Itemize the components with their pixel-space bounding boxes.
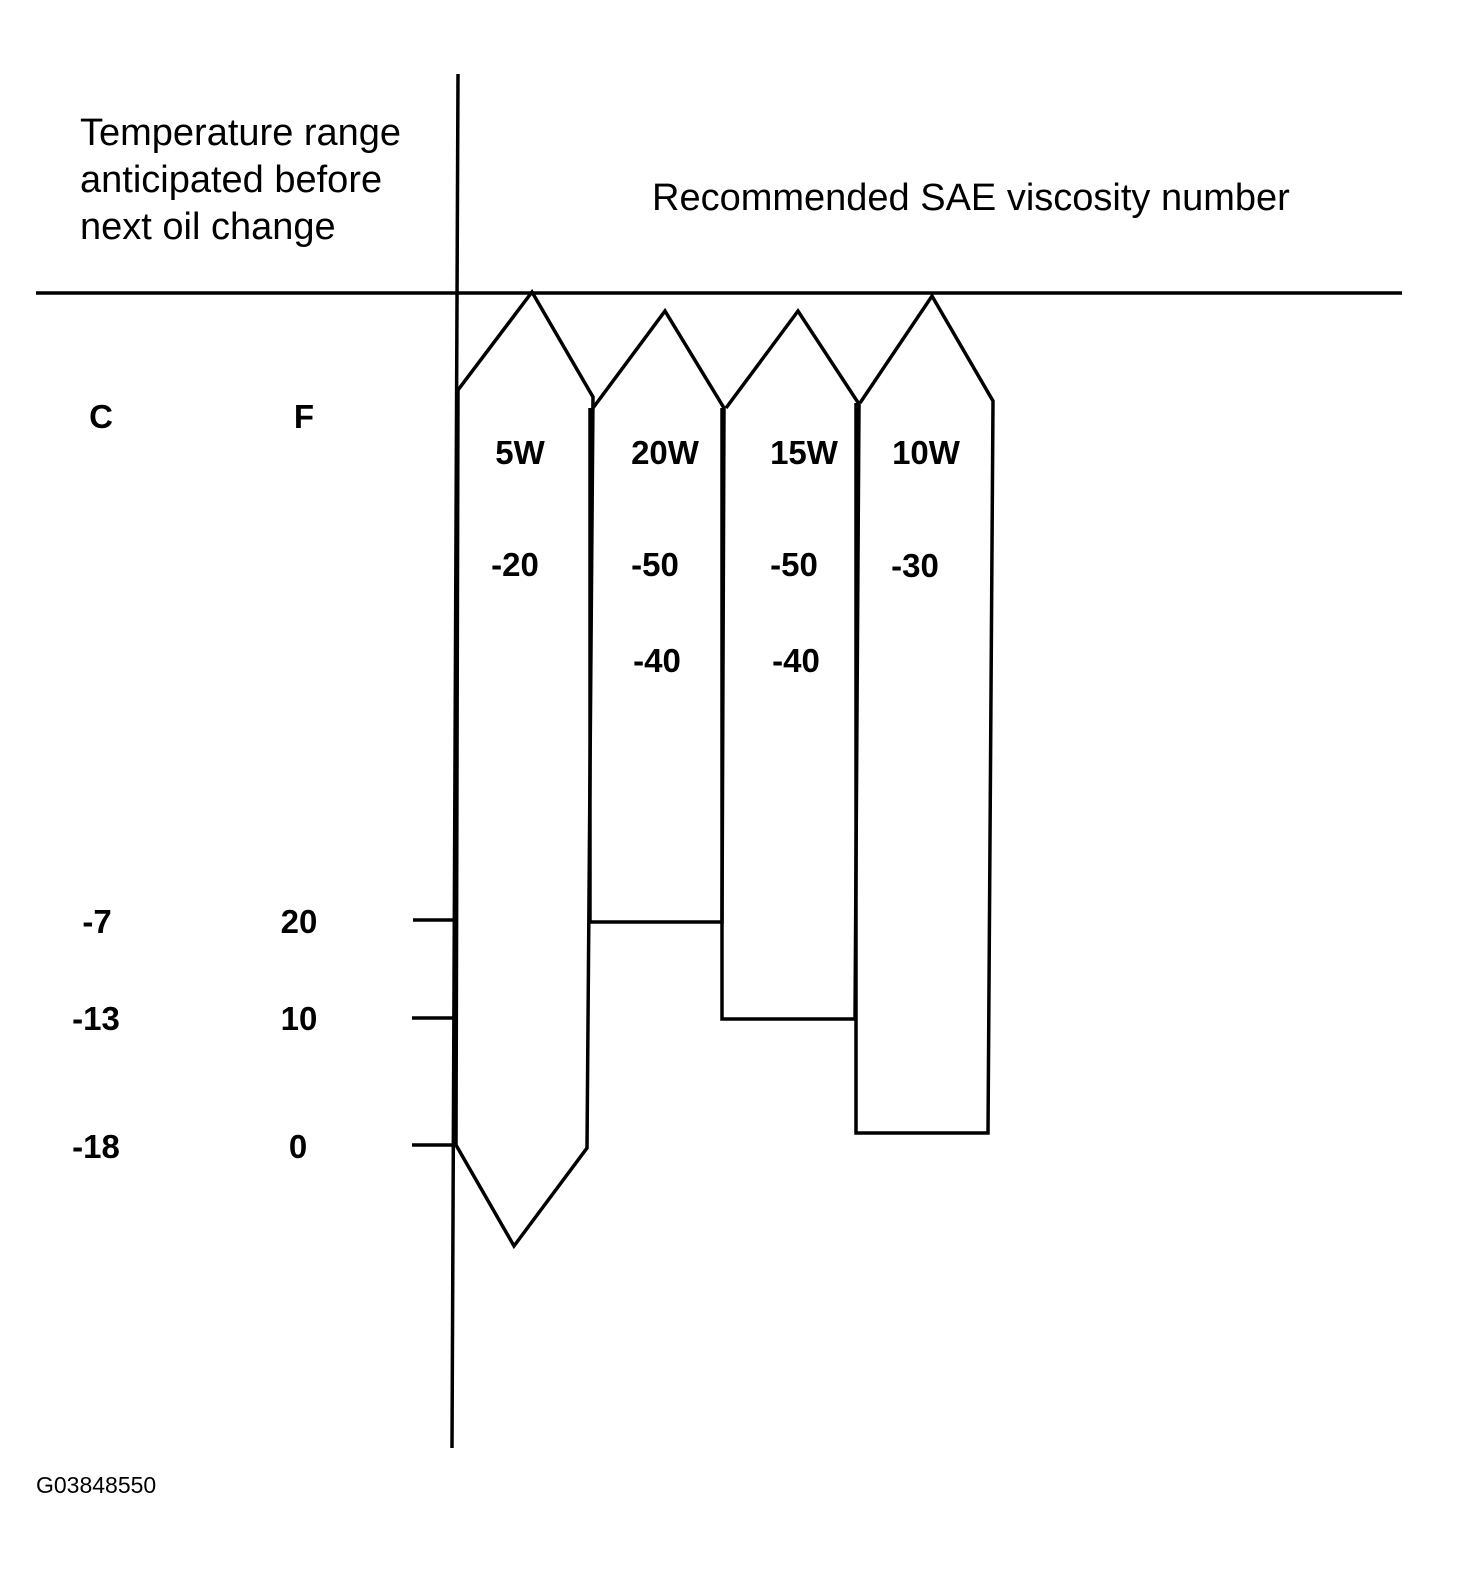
- temperature-heading-line-3: next oil change: [80, 206, 336, 248]
- tick-label-celsius-2: -13: [72, 1000, 120, 1037]
- grade-range-15w-2: -40: [772, 642, 820, 679]
- vertical-axis-line: [450, 73, 460, 1449]
- grade-name-20w: 20W: [631, 434, 700, 471]
- grade-range-15w-1: -50: [770, 546, 818, 583]
- figure-code: G03848550: [36, 1472, 156, 1498]
- grade-name-5w: 5W: [495, 434, 545, 471]
- temperature-heading-line-1: Temperature range: [80, 112, 401, 154]
- tick-label-fahrenheit-1: 20: [281, 903, 318, 940]
- grade-range-10w-1: -30: [891, 547, 939, 584]
- grade-range-5w-1: -20: [491, 546, 539, 583]
- fahrenheit-heading: F: [294, 398, 314, 435]
- tick-label-celsius-3: -18: [72, 1128, 120, 1165]
- grade-band-5w: [454, 288, 595, 1250]
- tick-label-fahrenheit-3: 0: [289, 1128, 307, 1165]
- grade-name-10w: 10W: [892, 434, 961, 471]
- tick-label-celsius-1: -7: [82, 903, 111, 940]
- tick-label-fahrenheit-2: 10: [281, 1000, 318, 1037]
- grade-range-20w-1: -50: [631, 546, 679, 583]
- grade-band-20w: [588, 307, 726, 924]
- celsius-heading: C: [89, 398, 113, 435]
- temperature-heading-line-2: anticipated before: [80, 159, 382, 201]
- grade-range-20w-2: -40: [633, 642, 681, 679]
- grade-band-10w: [854, 292, 995, 1135]
- grade-name-15w: 15W: [770, 434, 839, 471]
- viscosity-heading: Recommended SAE viscosity number: [652, 177, 1290, 219]
